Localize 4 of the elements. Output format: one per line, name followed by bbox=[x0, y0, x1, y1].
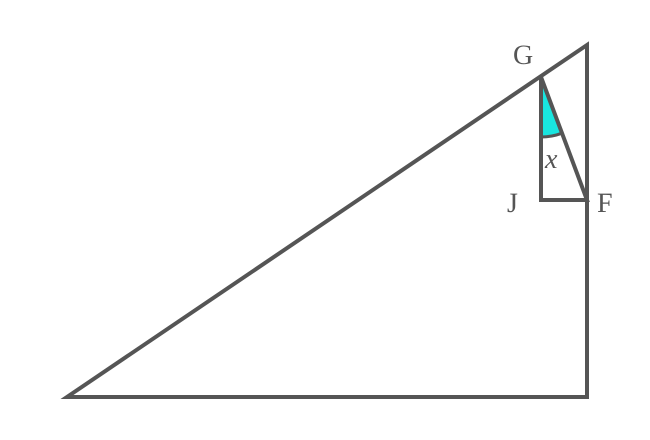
vertex-label: G bbox=[513, 42, 534, 70]
angle-label: x bbox=[545, 146, 558, 174]
vertex-label: F bbox=[597, 190, 613, 218]
vertex-label: J bbox=[507, 190, 518, 218]
